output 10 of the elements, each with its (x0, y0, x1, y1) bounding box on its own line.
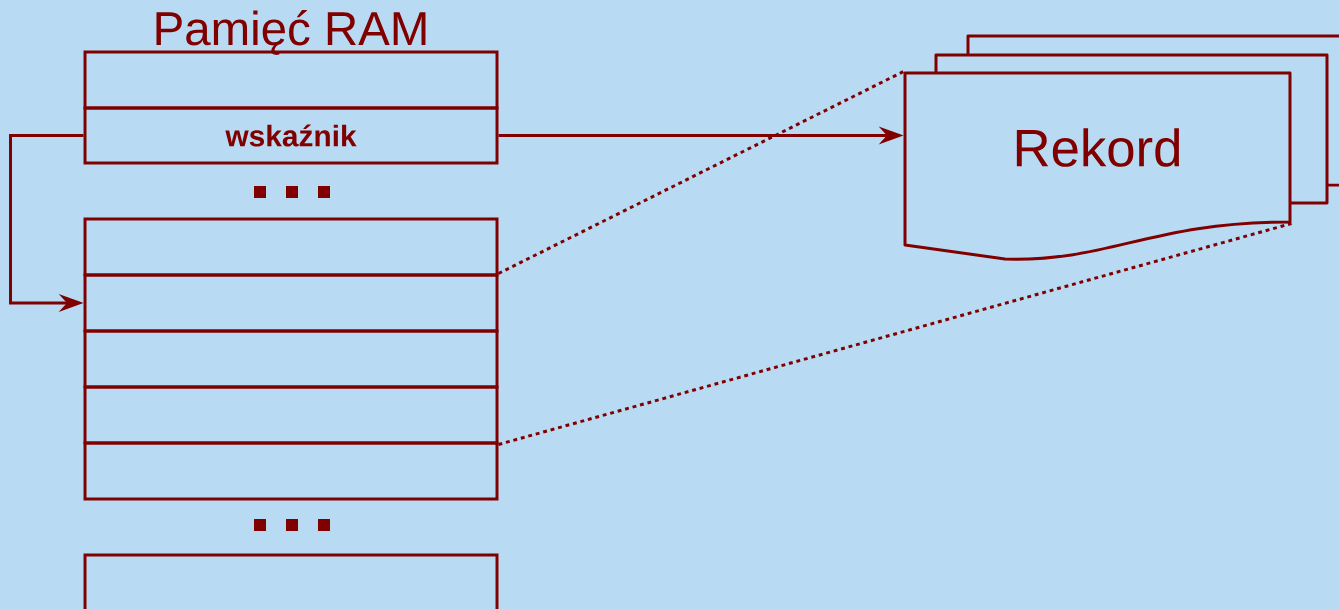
memory-cell (83, 329, 499, 389)
memory-cell (83, 273, 499, 333)
dotted-line (498, 222, 1292, 446)
memory-cell (83, 217, 499, 277)
heading: Pamięć RAM (156, 10, 426, 55)
memory-cell: wskaźnik (83, 106, 499, 165)
document-stack: Rekord (903, 34, 1339, 261)
memory-cell (83, 553, 499, 609)
dotted-line (497, 70, 905, 275)
memory-cell (83, 441, 499, 501)
